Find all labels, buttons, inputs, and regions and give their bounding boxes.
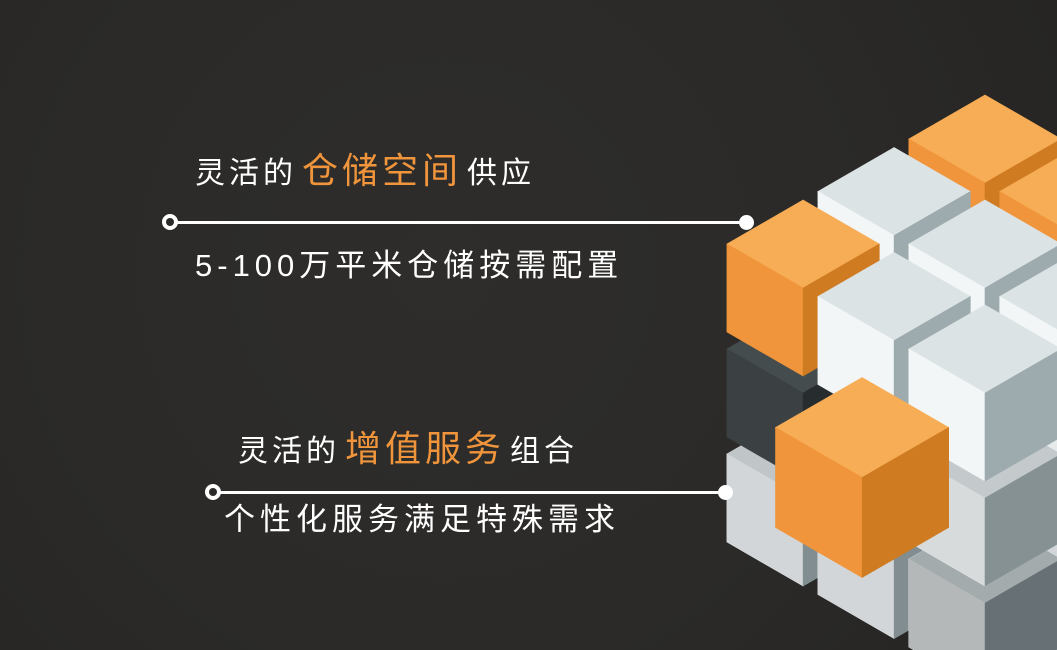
line-bar — [176, 220, 741, 224]
line-end-dot-icon — [739, 214, 754, 230]
feature-heading: 灵活的仓储空间供应 — [195, 150, 535, 195]
line-end-dot-icon — [718, 484, 733, 500]
divider-line — [162, 214, 754, 230]
feature-subtitle: 个性化服务满足特殊需求 — [224, 502, 620, 537]
divider-line — [205, 484, 733, 500]
feature-subtitle: 5-100万平米仓储按需配置 — [195, 248, 624, 283]
heading-suffix: 供应 — [467, 157, 536, 190]
heading-highlight: 增值服务 — [345, 428, 506, 469]
heading-prefix: 灵活的 — [238, 435, 340, 468]
feature-heading: 灵活的增值服务组合 — [238, 428, 578, 473]
line-bar — [219, 490, 720, 494]
heading-prefix: 灵活的 — [195, 157, 297, 190]
heading-highlight: 仓储空间 — [302, 150, 463, 191]
heading-suffix: 组合 — [510, 435, 579, 468]
